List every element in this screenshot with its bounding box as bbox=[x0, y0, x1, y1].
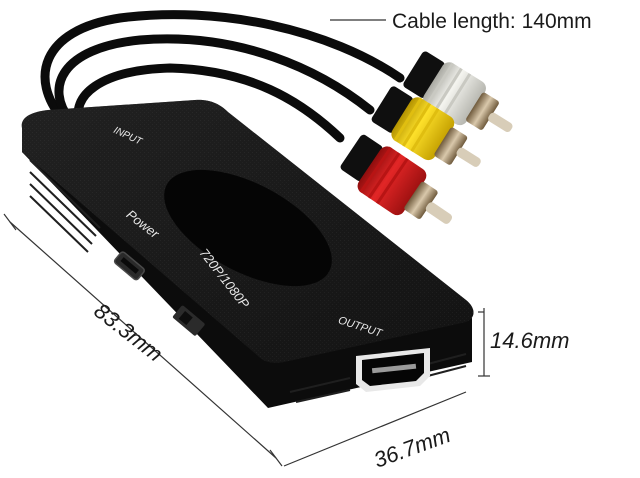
hdmi-port bbox=[356, 348, 430, 392]
converter-box bbox=[21, 99, 474, 408]
oval-recess bbox=[164, 169, 332, 287]
rca-plug-yellow bbox=[371, 86, 481, 167]
rca-plug-red bbox=[340, 134, 453, 224]
resolution-switch bbox=[172, 305, 205, 336]
rca-cables bbox=[40, 10, 405, 143]
cable-length-caption: Cable length: 140mm bbox=[392, 10, 592, 33]
dimension-lines bbox=[3, 213, 490, 467]
width-dimension: 36.7mm bbox=[370, 422, 453, 473]
mini-usb-port bbox=[113, 251, 145, 281]
height-dimension: 14.6mm bbox=[490, 328, 569, 353]
length-dimension: 83.3mm bbox=[89, 298, 167, 367]
